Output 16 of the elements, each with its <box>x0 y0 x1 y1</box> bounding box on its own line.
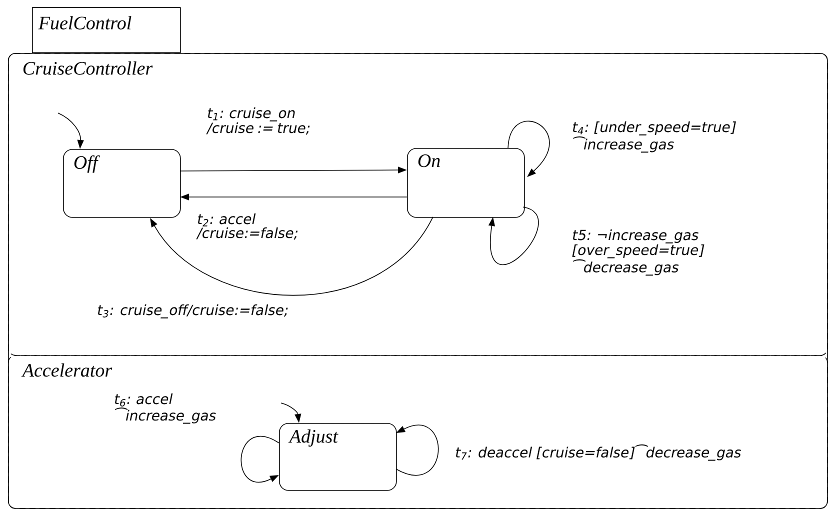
arrow <box>396 424 439 476</box>
arrow <box>488 206 539 265</box>
state-box: Off <box>63 148 181 218</box>
edge-label: t$_{1}$: cruise_on /cruise := true; <box>206 107 310 135</box>
edge-label: t$_{4}$: [under_speed=true] ⁀increase_gas <box>572 121 736 153</box>
arrow <box>240 436 280 482</box>
edge-label: t$_{3}$: cruise_off/cruise:=false; <box>98 304 288 318</box>
arrow <box>508 120 550 177</box>
edge-label: t$_{2}$: accel /cruise:=false; <box>196 213 298 240</box>
state-box: On <box>407 148 525 218</box>
edge-label: t$_{6}$: accel ⁀increase_gas <box>114 393 216 424</box>
state-box: Adjust <box>279 422 397 491</box>
arrow <box>150 216 434 296</box>
edge-label: t$_{7}$: deaccel [cruise=false]⁀decrease_gas <box>456 444 741 461</box>
edge-label: t5: ¬increase_gas [over_speed=true] ⁀decrease_gas <box>572 229 704 276</box>
node-label: FuelControl <box>38 16 132 30</box>
